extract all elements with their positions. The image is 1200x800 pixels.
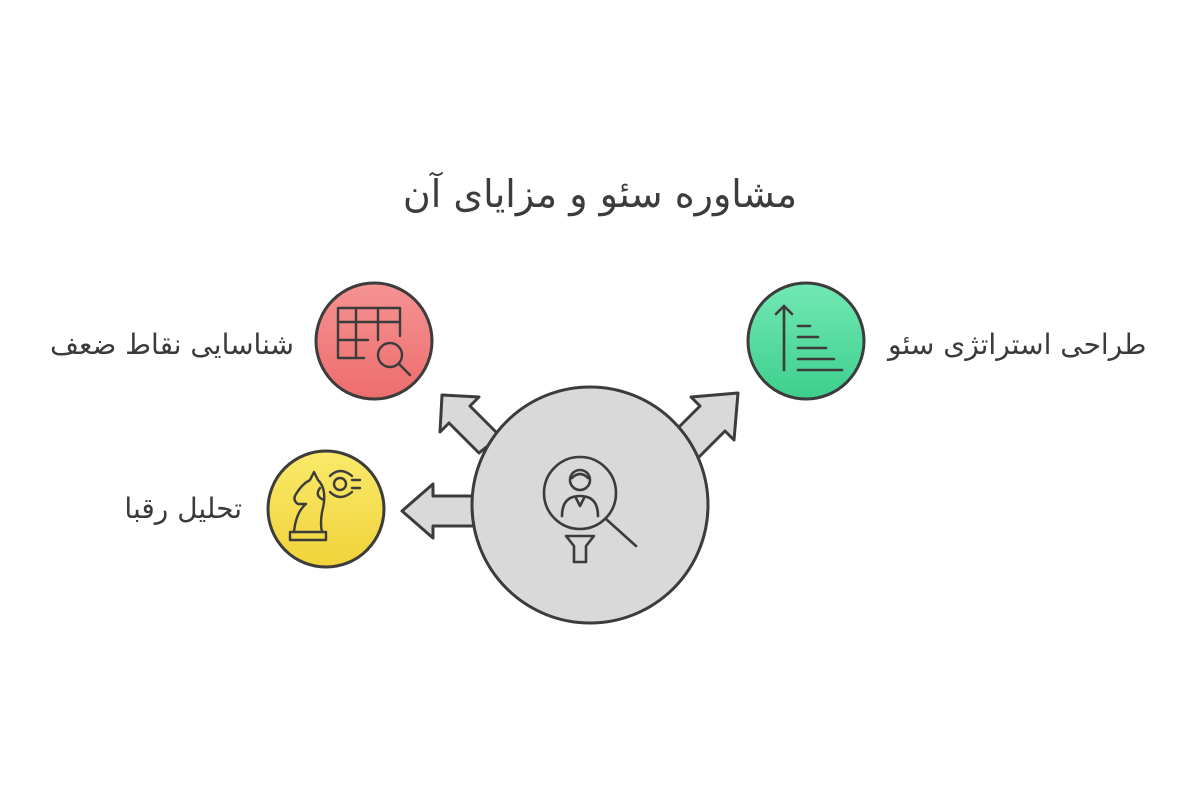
sorted-list-icon — [774, 304, 844, 372]
weaknesses-circle — [314, 281, 434, 401]
competitors-circle — [266, 449, 386, 569]
strategy-label: طراحی استراتژی سئو — [888, 328, 1147, 361]
center-circle — [470, 385, 710, 625]
arrow-to-weaknesses — [438, 393, 502, 455]
diagram-title: مشاوره سئو و مزایای آن — [402, 172, 798, 216]
competitors-label: تحلیل رقبا — [124, 492, 242, 525]
weaknesses-label: شناسایی نقاط ضعف — [49, 328, 294, 361]
consultant-search-icon — [542, 455, 638, 564]
arrow-to-competitors — [400, 482, 480, 540]
table-search-icon — [336, 306, 412, 377]
strategy-circle — [746, 281, 866, 401]
chess-knight-icon — [288, 469, 362, 542]
